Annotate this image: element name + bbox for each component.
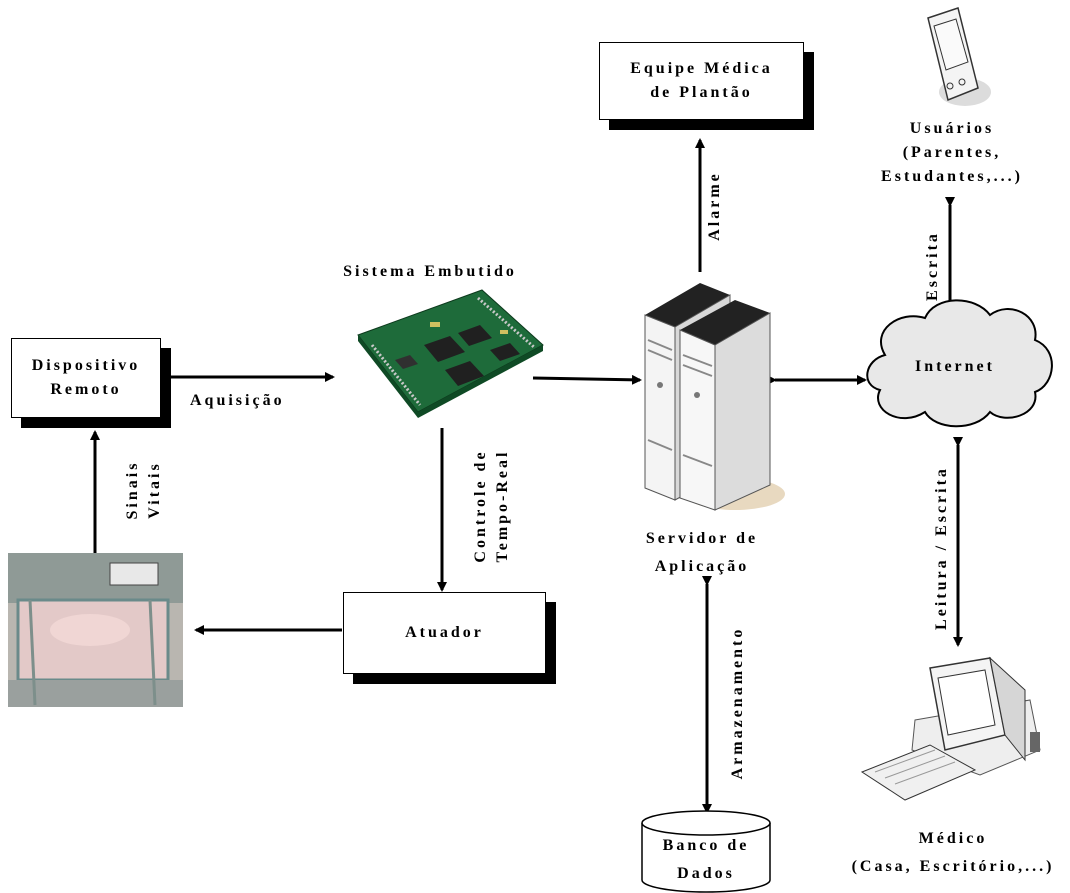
usuarios-line-3: Estudantes,...) bbox=[881, 168, 1023, 185]
usuarios-line-1: Usuários bbox=[909, 120, 995, 137]
servidor-label: Servidor de Aplicação bbox=[602, 525, 802, 581]
sistema-embutido-label: Sistema Embutido bbox=[343, 263, 517, 280]
atuador-label: Atuador bbox=[405, 624, 484, 641]
controle-line-2: Tempo-Real bbox=[494, 449, 511, 563]
servidor-line-1: Servidor de bbox=[645, 530, 759, 547]
usuarios-label: Usuários (Parentes, Estudantes,...) bbox=[852, 117, 1052, 189]
database-cylinder bbox=[641, 810, 771, 893]
armazenamento-label: Armazenamento bbox=[729, 626, 746, 780]
escrita-label: Escrita bbox=[924, 231, 941, 301]
alarme-label: Alarme bbox=[706, 171, 723, 241]
controle-line-1: Controle de bbox=[472, 449, 489, 563]
internet-label: Internet bbox=[915, 358, 995, 375]
usuarios-line-2: (Parentes, bbox=[902, 144, 1002, 161]
medico-line-2: (Casa, Escritório,...) bbox=[851, 858, 1055, 875]
controle-tempo-real-label: Controle de Tempo-Real bbox=[470, 436, 514, 576]
dispositivo-remoto-box: Dispositivo Remoto bbox=[11, 338, 161, 418]
banco-label: Banco de Dados bbox=[642, 832, 770, 888]
banco-line-1: Banco de bbox=[662, 837, 750, 854]
computer-image bbox=[860, 656, 1041, 801]
medico-label: Médico (Casa, Escritório,...) bbox=[838, 825, 1068, 881]
sinais-vitais-label: Sinais Vitais bbox=[122, 430, 166, 550]
sinais-line-1: Sinais bbox=[124, 460, 141, 520]
equipe-medica-box: Equipe Médica de Plantão bbox=[599, 42, 804, 120]
internet-cloud bbox=[866, 299, 1053, 428]
atuador-box: Atuador bbox=[343, 592, 546, 674]
sinais-line-2: Vitais bbox=[146, 461, 163, 519]
medico-line-1: Médico bbox=[918, 830, 988, 847]
banco-line-2: Dados bbox=[677, 865, 735, 882]
dispositivo-line-2: Remoto bbox=[50, 381, 122, 398]
embedded-board-image bbox=[357, 289, 544, 418]
pda-device-image bbox=[927, 7, 991, 106]
sistema-servidor-arrow bbox=[532, 374, 642, 385]
servidor-line-2: Aplicação bbox=[654, 558, 750, 575]
aquisicao-label: Aquisição bbox=[190, 392, 285, 409]
dispositivo-line-1: Dispositivo bbox=[31, 357, 141, 374]
leitura-escrita-label: Leitura / Escrita bbox=[933, 466, 950, 630]
equipe-line-2: de Plantão bbox=[650, 84, 753, 101]
equipe-line-1: Equipe Médica bbox=[630, 60, 773, 77]
incubator-photo bbox=[8, 553, 183, 707]
server-image bbox=[644, 283, 785, 511]
